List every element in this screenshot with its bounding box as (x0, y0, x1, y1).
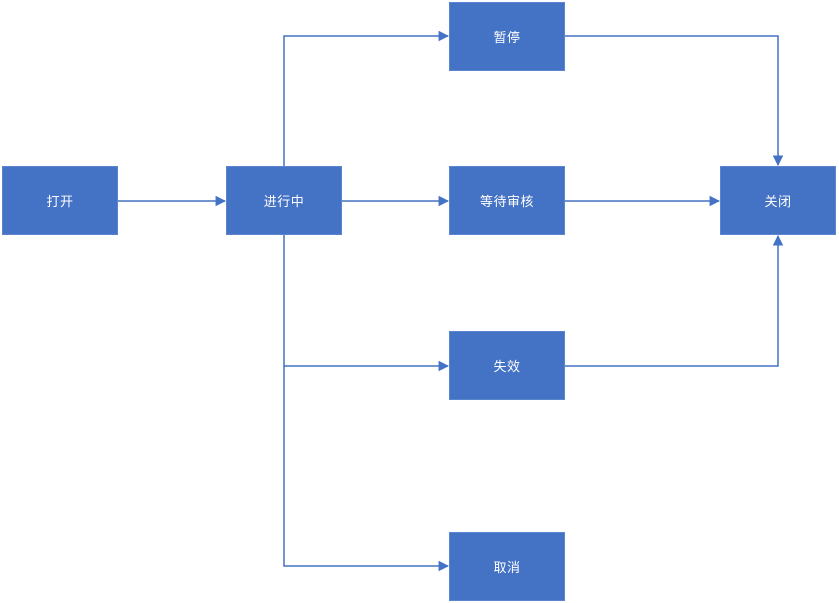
node-in-progress-label: 进行中 (263, 195, 305, 210)
node-paused[interactable]: 暂停 (449, 2, 565, 71)
node-in-progress[interactable]: 进行中 (226, 166, 342, 235)
node-paused-label: 暂停 (493, 31, 521, 46)
edge-inprogress-to-cancelled (283, 366, 450, 572)
node-closed-label: 关闭 (764, 195, 792, 210)
node-pending-review-label: 等待审核 (479, 195, 534, 210)
node-open[interactable]: 打开 (2, 166, 118, 235)
node-closed[interactable]: 关闭 (720, 166, 836, 235)
edge-inprogress-to-invalid (283, 235, 450, 372)
node-open-label: 打开 (46, 195, 74, 210)
node-invalid[interactable]: 失效 (449, 331, 565, 400)
node-pending-review[interactable]: 等待审核 (449, 166, 565, 235)
node-invalid-label: 失效 (493, 360, 521, 375)
edge-invalid-to-closed (565, 234, 784, 367)
node-cancelled[interactable]: 取消 (449, 532, 565, 601)
edge-inprogress-to-paused (283, 30, 450, 166)
node-cancelled-label: 取消 (493, 561, 521, 576)
edge-paused-to-closed (565, 35, 784, 167)
